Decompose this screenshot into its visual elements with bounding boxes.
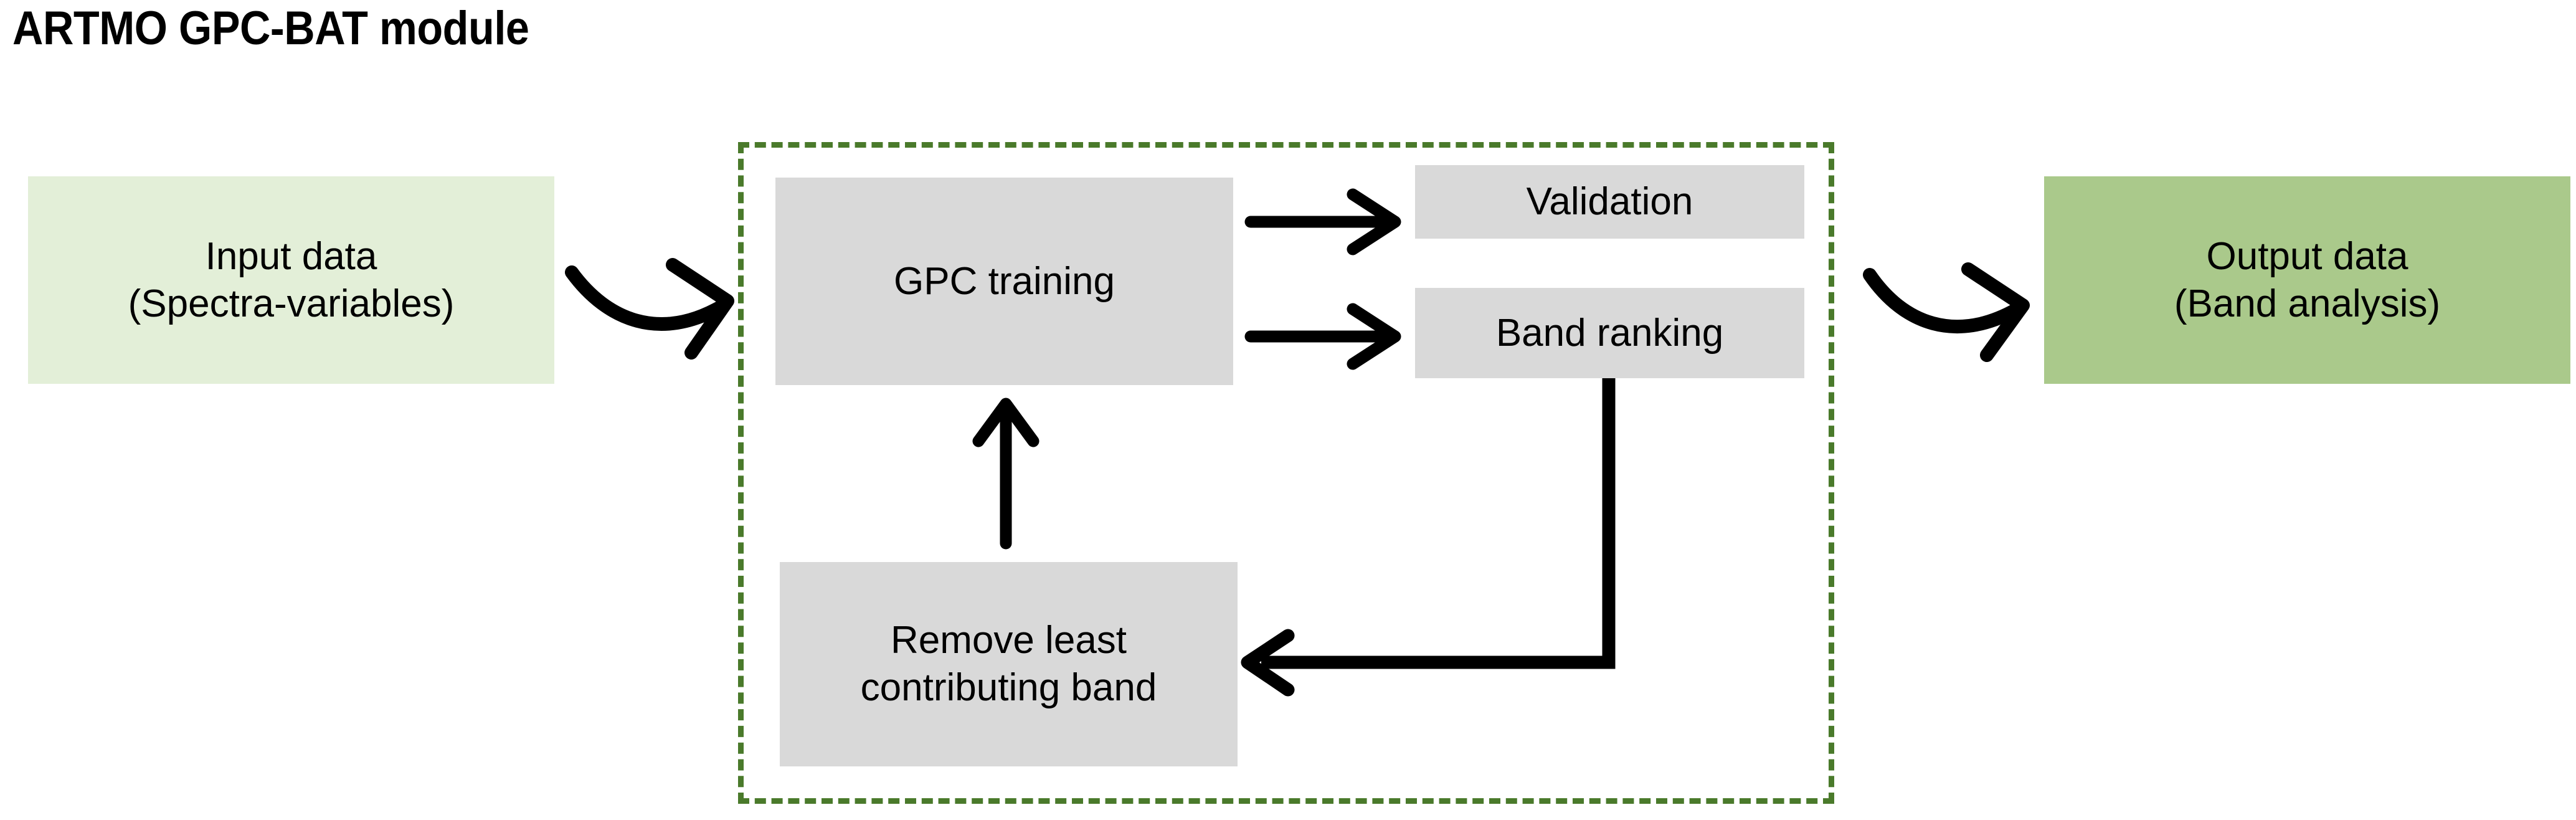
- validation-label: Validation: [1526, 180, 1693, 224]
- input-data-box[interactable]: Input data (Spectra-variables): [28, 176, 554, 384]
- gpc-bat-module-boundary: [738, 142, 1834, 804]
- validation-box[interactable]: Validation: [1415, 165, 1804, 239]
- band-ranking-box[interactable]: Band ranking: [1415, 288, 1804, 378]
- remove-band-line-1: Remove least: [890, 619, 1127, 662]
- output-data-box[interactable]: Output data (Band analysis): [2044, 176, 2570, 384]
- input-data-line-2: (Spectra-variables): [128, 282, 455, 325]
- arrow-input-to-gpc-icon: [565, 258, 734, 360]
- input-data-line-1: Input data: [205, 234, 377, 278]
- output-data-line-1: Output data: [2206, 234, 2408, 278]
- gpc-training-box[interactable]: GPC training: [775, 178, 1233, 385]
- arrow-module-to-output-icon: [1863, 262, 2030, 362]
- remove-least-contributing-band-box[interactable]: Remove least contributing band: [780, 562, 1238, 766]
- remove-band-line-2: contributing band: [860, 666, 1157, 709]
- output-data-line-2: (Band analysis): [2174, 282, 2441, 325]
- page-title: ARTMO GPC-BAT module: [12, 2, 529, 55]
- gpc-training-label: GPC training: [894, 259, 1115, 303]
- band-ranking-label: Band ranking: [1495, 311, 1724, 355]
